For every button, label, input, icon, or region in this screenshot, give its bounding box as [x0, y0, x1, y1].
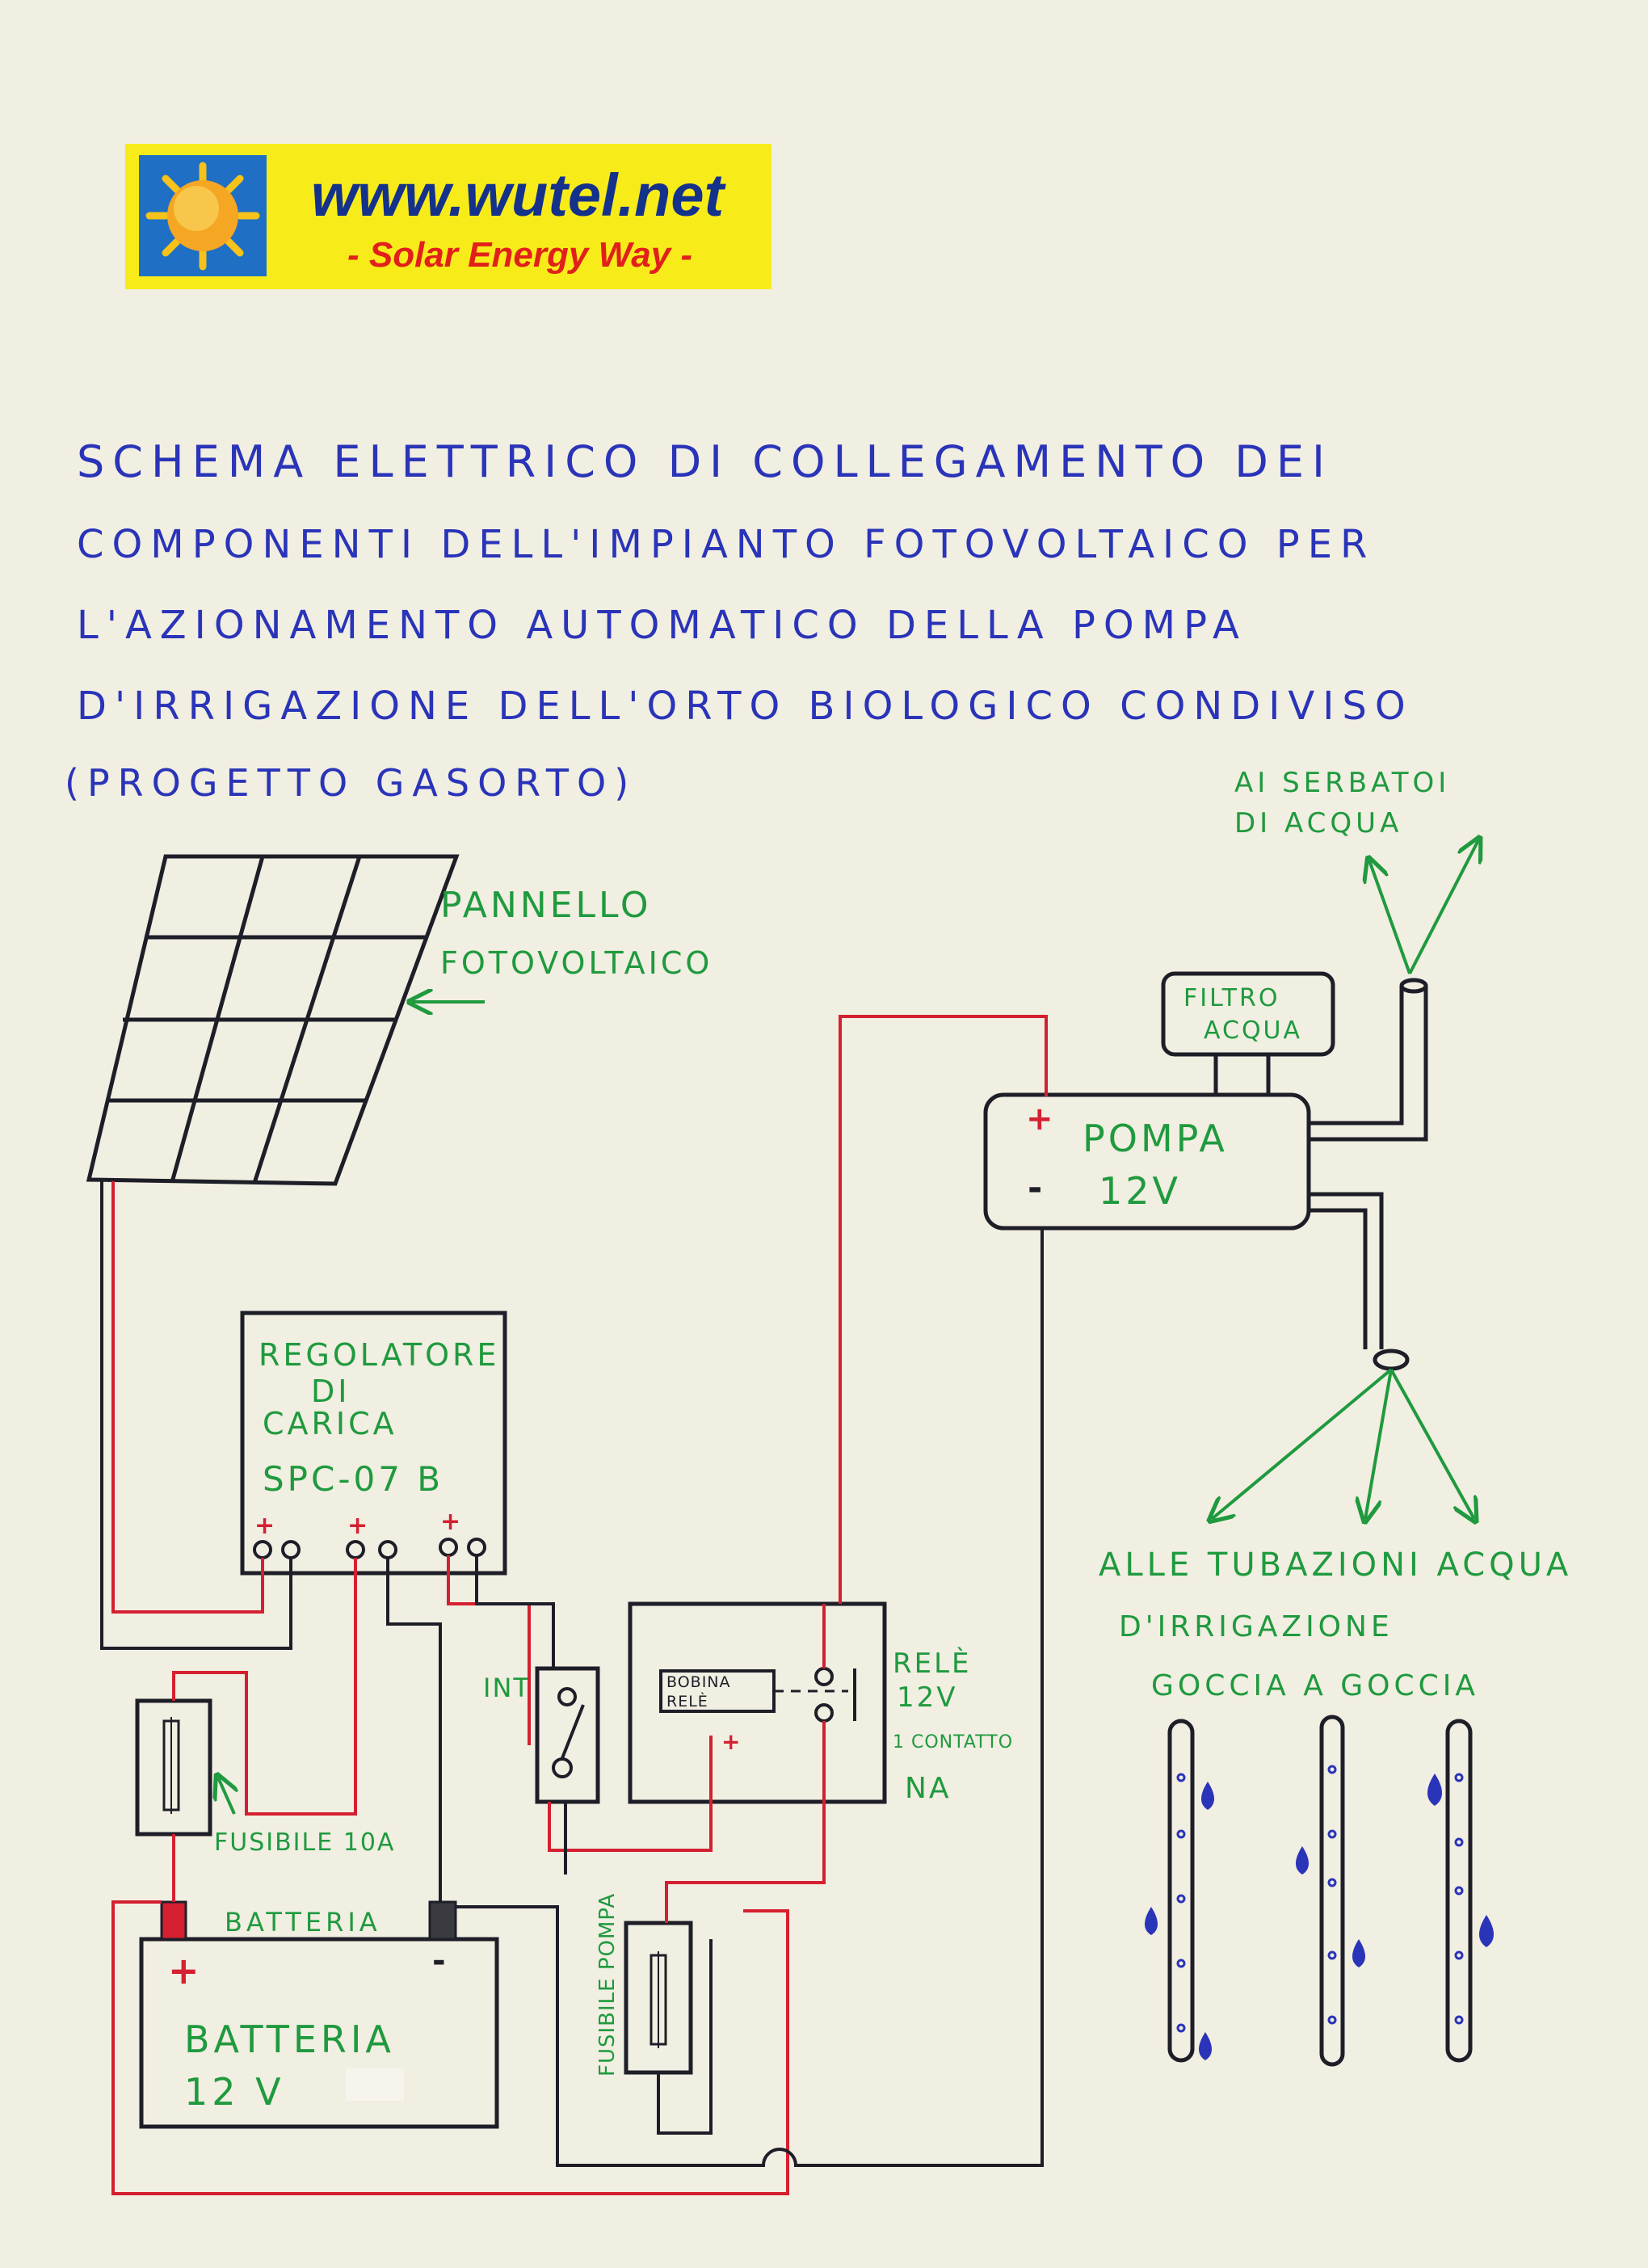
pump-minus: - [1028, 1168, 1042, 1209]
switch [535, 1666, 600, 1804]
panel-label-line-2: FOTOVOLTAICO [440, 945, 713, 981]
panel-label: PANNELLO FOTOVOLTAICO [440, 885, 713, 981]
tanks-label-line-2: DI ACQUA [1234, 807, 1402, 839]
pump [983, 1092, 1311, 1231]
drip-holes [1176, 1765, 1464, 2033]
battery-label: BATTERIA 12 V [184, 2018, 395, 2114]
pump-label-line-2: 12V [1099, 1169, 1181, 1213]
regulator-label: REGOLATORE DI CARICA SPC-07 B [259, 1337, 499, 1499]
title-line-1: SCHEMA ELETTRICO DI COLLEGAMENTO DEI [77, 436, 1333, 487]
logo: www.wutel.net - Solar Energy Way - [125, 144, 771, 289]
relay-label-line-3: 1 CONTATTO [893, 1732, 1013, 1753]
relay-label-line-1: RELÈ [893, 1647, 972, 1680]
water-pipes [1213, 978, 1428, 1371]
filter-label-line-1: FILTRO [1183, 984, 1280, 1012]
filter-label-line-2: ACQUA [1204, 1016, 1302, 1045]
switch-symbol [552, 1687, 585, 1778]
pump-plus: + [1026, 1100, 1053, 1138]
coil-label: BOBINA RELÈ [666, 1673, 731, 1710]
battery-plus: + [168, 1949, 200, 1992]
regulator-label-line-3: CARICA [263, 1406, 397, 1441]
pump-label-line-1: POMPA [1083, 1117, 1228, 1160]
battery-minus: - [432, 1942, 446, 1980]
relay-contact [814, 1667, 856, 1723]
title-line-3: L'AZIONAMENTO AUTOMATICO DELLA POMPA [77, 603, 1247, 648]
title-line-2: COMPONENTI DELL'IMPIANTO FOTOVOLTAICO PE… [77, 522, 1375, 567]
sun-icon [145, 162, 260, 271]
charge-regulator [240, 1311, 507, 1576]
battery [139, 1937, 499, 2129]
pump-label: POMPA 12V [1083, 1117, 1228, 1213]
fuse-pump-label: FUSIBILE POMPA [595, 1893, 620, 2077]
filter-label: FILTRO ACQUA [1183, 984, 1302, 1045]
drip-pipe-3 [1445, 1719, 1473, 2063]
tanks-label-line-1: AI SERBATOI [1234, 767, 1450, 799]
regulator-label-line-2: DI [311, 1374, 350, 1409]
title-line-4: D'IRRIGAZIONE DELL'ORTO BIOLOGICO CONDIV… [77, 684, 1414, 729]
battery-negative-terminal [428, 1900, 457, 1941]
panel-label-line-1: PANNELLO [440, 885, 652, 926]
switch-label: INT [483, 1673, 531, 1703]
fuse-10a-arrow [218, 1778, 234, 1815]
red-wires [111, 1015, 1048, 2195]
title-block: SCHEMA ELETTRICO DI COLLEGAMENTO DEI COM… [65, 436, 1414, 805]
pipes-label-line-2: D'IRRIGAZIONE [1119, 1610, 1394, 1643]
svg-text:+: + [440, 1508, 460, 1536]
water-arrows [1212, 840, 1478, 1519]
regulator-terminals [253, 1538, 486, 1559]
regulator-plus-signs: + + + [254, 1508, 460, 1540]
relay-label-line-2: 12V [897, 1681, 958, 1714]
black-wires [100, 1181, 1044, 2167]
correction-mark [346, 2068, 404, 2101]
drip-pipe-2 [1319, 1715, 1345, 2067]
tanks-label: AI SERBATOI DI ACQUA [1234, 767, 1450, 839]
relay [628, 1601, 887, 1804]
pipes-label-line-3: GOCCIA A GOCCIA [1151, 1669, 1479, 1702]
battery-label-line-2: 12 V [184, 2070, 285, 2114]
drip-pipe-1 [1167, 1719, 1195, 2063]
coil-label-line-2: RELÈ [666, 1692, 708, 1710]
title-line-5: (PROGETTO GASORTO) [65, 761, 637, 805]
coil-plus: + [721, 1728, 740, 1755]
logo-url: www.wutel.net [311, 162, 727, 229]
water-filter [1161, 971, 1335, 1057]
coil-label-line-1: BOBINA [666, 1673, 731, 1691]
pipes-label-line-1: ALLE TUBAZIONI ACQUA [1099, 1546, 1572, 1584]
fuse-10a-label: FUSIBILE 10A [214, 1828, 395, 1857]
svg-text:+: + [347, 1512, 368, 1540]
regulator-label-line-1: REGOLATORE [259, 1337, 499, 1373]
battery-positive-terminal [160, 1900, 187, 1941]
battery-label-line-1: BATTERIA [184, 2018, 395, 2061]
solar-panel [86, 854, 460, 1186]
logo-tagline: - Solar Energy Way - [347, 235, 692, 275]
battery-top-label: BATTERIA [225, 1907, 381, 1938]
relay-label: RELÈ 12V 1 CONTATTO NA [893, 1647, 1013, 1805]
svg-text:+: + [254, 1512, 275, 1540]
regulator-label-line-4: SPC-07 B [263, 1459, 444, 1499]
relay-label-line-4: NA [905, 1772, 952, 1805]
water-drops [1145, 1774, 1494, 2060]
pipes-label: ALLE TUBAZIONI ACQUA D'IRRIGAZIONE GOCCI… [1099, 1546, 1572, 1702]
